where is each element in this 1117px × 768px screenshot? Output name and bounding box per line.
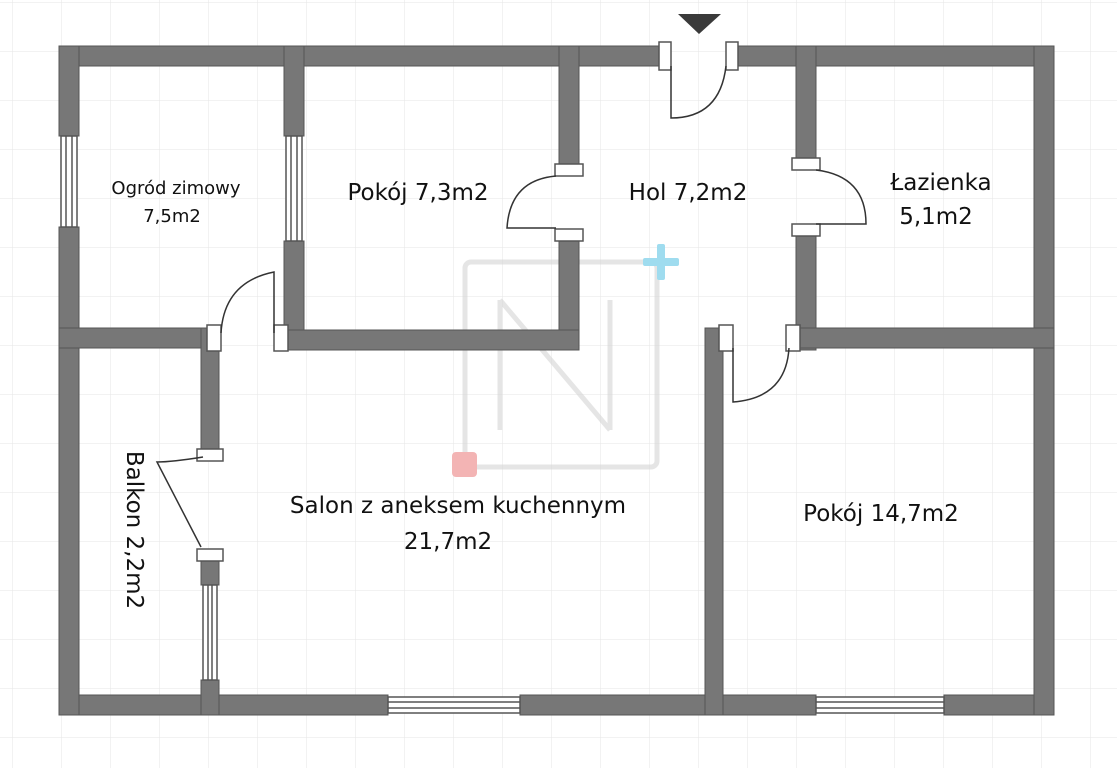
room-label-pokoj-large: Pokój 14,7m2 [803,501,959,527]
room-label-salon-line2: 21,7m2 [404,529,492,555]
door-jambs [196,41,821,562]
room-label-hol: Hol 7,2m2 [629,180,748,206]
room-label-lazienka-line2: 5,1m2 [899,204,973,230]
room-label-ogrod-line1: Ogród zimowy [111,178,240,199]
watermark-dot [452,452,477,477]
room-label-salon-line1: Salon z aneksem kuchennym [290,493,626,519]
windows [60,135,945,714]
entrance-arrow-icon [678,14,721,34]
room-label-balkon: Balkon 2,2m2 [121,451,147,609]
room-label-pokoj-small: Pokój 7,3m2 [347,180,488,206]
room-label-ogrod-line2: 7,5m2 [143,206,201,227]
door-swings [155,65,867,548]
plus-icon [643,244,679,280]
walls [58,45,1055,716]
room-labels: Ogród zimowy 7,5m2 Pokój 7,3m2 Hol 7,2m2… [111,170,991,609]
room-label-lazienka-line1: Łazienka [889,170,991,196]
